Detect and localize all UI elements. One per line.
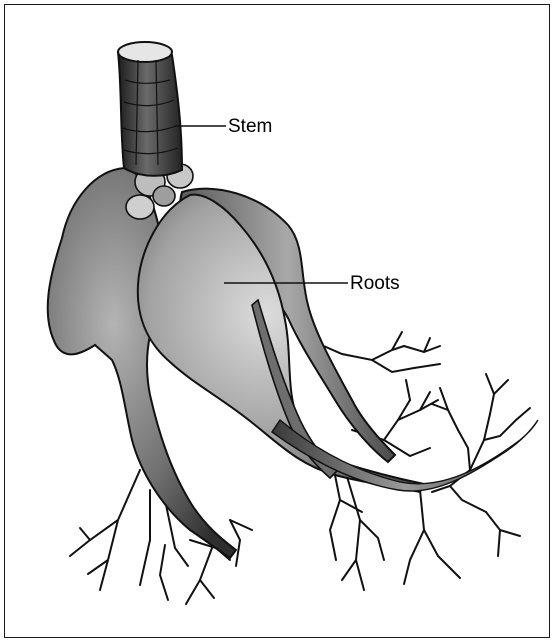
stem-label: Stem (228, 117, 272, 136)
roots-label: Roots (350, 274, 400, 293)
stem (118, 42, 182, 176)
